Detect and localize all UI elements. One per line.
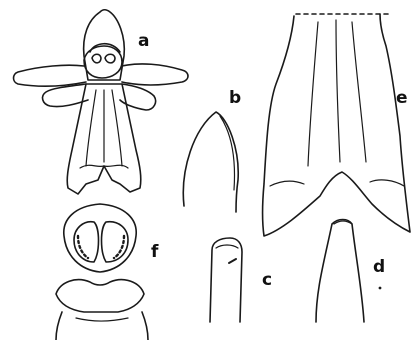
figure-label-d: d [373, 259, 385, 276]
figure-label-a: a [138, 33, 149, 50]
column-c-mark [229, 259, 236, 263]
stigma-outline [56, 280, 144, 312]
figure-label-f: f [151, 244, 158, 261]
column-outline [84, 46, 122, 78]
lip-e-lobe-left [270, 181, 304, 186]
ovary-d-dot [379, 287, 382, 290]
column-base [56, 312, 148, 340]
column-base-line [76, 318, 128, 321]
figure-b-petal [183, 112, 238, 212]
figure-label-c: c [262, 272, 272, 289]
dorsal-sepal [84, 10, 125, 80]
ovary-d-outline [316, 220, 364, 323]
petal-right [122, 64, 188, 85]
column-c-outline [210, 238, 242, 322]
anther-right [105, 54, 115, 63]
column-c-tip [216, 245, 238, 248]
lip-e-lobe-right [370, 180, 404, 186]
petal-left [14, 65, 87, 86]
figure-d-ovary [316, 220, 381, 323]
lip-vein-left [86, 90, 96, 166]
lip-e-vein-right [352, 22, 366, 162]
figure-c-column [210, 238, 242, 322]
figure-e-lip [263, 14, 411, 236]
petal-b-inner-line [220, 116, 234, 190]
lip-e-vein-mid [336, 20, 340, 162]
petal-b-outline [183, 112, 238, 212]
figure-f-anther [56, 204, 148, 340]
figure-a-flower [14, 10, 189, 194]
anther-left [92, 54, 101, 63]
lip-e-vein-left [308, 22, 318, 166]
figure-label-b: b [229, 90, 241, 107]
figure-label-e: e [396, 90, 408, 107]
